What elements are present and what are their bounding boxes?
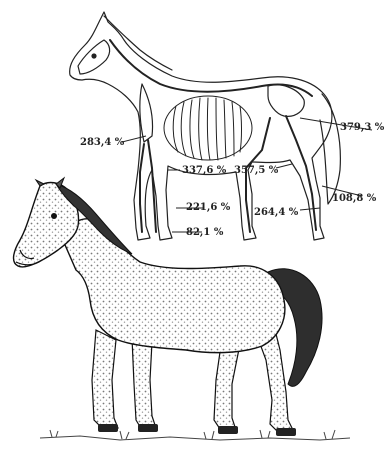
percentage-label-379-3: 379,3 % <box>340 122 384 134</box>
percentage-label-82-1: 82,1 % <box>186 227 223 239</box>
percentage-label-221-6: 221,6 % <box>186 202 230 214</box>
percentage-label-283-4: 283,4 % <box>80 137 124 149</box>
percentage-label-357-5: 357,5 % <box>234 165 278 177</box>
percentage-label-264-4: 264,4 % <box>254 207 298 219</box>
percentage-label-108-8: 108,8 % <box>332 193 376 205</box>
percentage-label-337-6: 337,6 % <box>182 165 226 177</box>
